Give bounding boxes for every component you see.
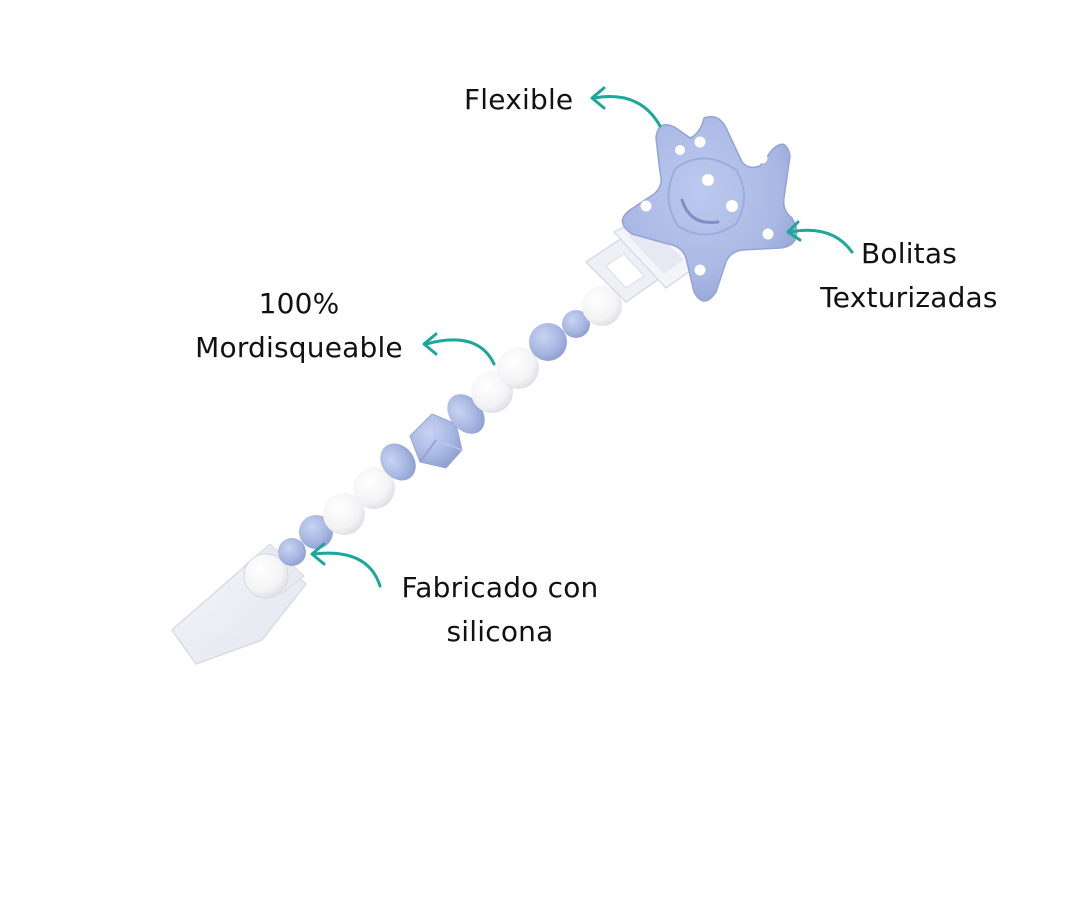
label-fabricado-con-silicona: Fabricado con silicona: [380, 566, 620, 654]
bead-chain: [278, 286, 622, 566]
bead-blue-disc: [380, 443, 416, 481]
bead-blue: [562, 310, 590, 338]
arrow-bolitas: [786, 220, 854, 254]
arrow-mordisqueable: [422, 332, 496, 366]
label-silicona-line2: silicona: [446, 615, 554, 648]
smile: [680, 198, 720, 225]
label-flexible: Flexible: [464, 78, 573, 122]
bead-white: [323, 493, 365, 535]
bottom-strap: [170, 543, 308, 665]
label-mordisqueable: 100% Mordisqueable: [178, 282, 420, 370]
label-bolitas-line2: Texturizadas: [820, 281, 998, 314]
texture-hole: [694, 264, 706, 276]
bead-blue: [299, 515, 333, 549]
label-mordisqueable-line1: 100%: [258, 287, 340, 320]
label-bolitas-texturizadas: Bolitas Texturizadas: [806, 232, 1012, 320]
snap-button: [243, 553, 289, 599]
bead-white: [497, 347, 539, 389]
bead-blue: [278, 538, 306, 566]
texture-hole: [675, 145, 685, 155]
arrow-flexible: [590, 86, 662, 128]
arrow-silicona: [310, 542, 382, 588]
texture-hole: [694, 136, 706, 148]
label-flexible-text: Flexible: [464, 83, 574, 116]
bead-white: [353, 467, 395, 509]
annotation-arrows: [310, 86, 854, 588]
texture-hole: [756, 152, 768, 164]
texture-hole: [640, 200, 652, 212]
label-silicona-line1: Fabricado con: [401, 571, 599, 604]
texture-hole: [702, 174, 714, 186]
label-mordisqueable-line2: Mordisqueable: [195, 331, 403, 364]
star-teether: [621, 115, 798, 302]
bead-white: [582, 286, 622, 326]
label-bolitas-line1: Bolitas: [860, 237, 958, 270]
bead-blue: [529, 323, 567, 361]
texture-hole: [762, 228, 774, 240]
texture-hole: [726, 200, 738, 212]
